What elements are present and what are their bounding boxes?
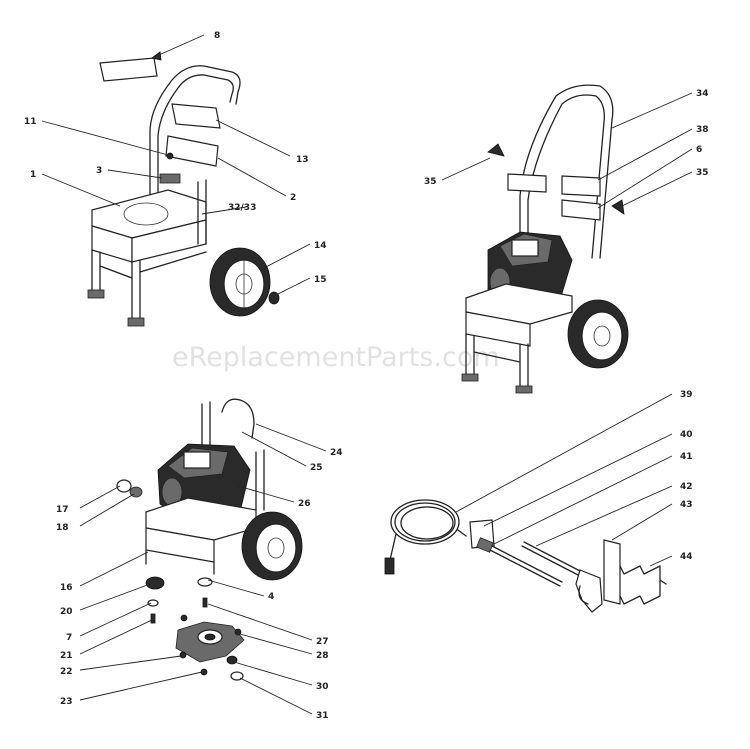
oring-4 <box>197 577 213 587</box>
plate-3 <box>159 173 181 184</box>
callout-1: 1 <box>30 170 36 180</box>
wand-41 <box>476 537 563 587</box>
callout-35-right: 35 <box>696 168 709 178</box>
screw-21 <box>150 613 156 624</box>
assembled-unit <box>461 84 629 394</box>
callout-8: 8 <box>214 31 220 41</box>
accessories <box>384 499 667 613</box>
callout-23: 23 <box>60 697 73 707</box>
key-27 <box>202 597 208 608</box>
foot-left <box>87 289 105 299</box>
leg-left <box>91 249 101 293</box>
callout-41: 41 <box>680 452 693 462</box>
decal-35-left <box>507 173 547 193</box>
post-right <box>255 449 265 511</box>
hub-cap-15 <box>268 291 280 305</box>
callout-30: 30 <box>316 682 329 692</box>
pump-assembly <box>116 398 303 681</box>
bolt-22 <box>179 651 187 659</box>
callout-6: 6 <box>696 145 702 155</box>
screw-11 <box>166 152 174 160</box>
hose-coil-39 <box>384 499 467 575</box>
callout-34: 34 <box>696 89 709 99</box>
callout-28: 28 <box>316 651 329 661</box>
wheel-bottom-left <box>241 511 303 581</box>
callout-17: 17 <box>56 505 69 515</box>
wheel-14 <box>209 247 271 317</box>
base-mount-hole <box>123 202 169 226</box>
foot-top-right-a <box>461 373 479 382</box>
callout-18: 18 <box>56 523 69 533</box>
leader-lines <box>41 34 693 715</box>
callout-11: 11 <box>24 117 37 127</box>
callout-22: 22 <box>60 667 73 677</box>
callout-4: 4 <box>268 592 274 602</box>
callout-25: 25 <box>310 463 323 473</box>
callout-2: 2 <box>290 193 296 203</box>
callout-35-left: 35 <box>424 177 437 187</box>
leg-rear <box>197 179 207 245</box>
hose-24 <box>221 398 255 439</box>
leg-cross <box>99 251 207 279</box>
decal-panel-2 <box>165 135 219 167</box>
callout-3: 3 <box>96 166 102 176</box>
wheel-top-right <box>567 299 629 369</box>
callout-27: 27 <box>316 637 329 647</box>
washer-7 <box>147 599 159 607</box>
callout-42: 42 <box>680 482 693 492</box>
callout-39: 39 <box>680 390 693 400</box>
callout-40: 40 <box>680 430 693 440</box>
decal-6 <box>561 199 601 221</box>
callout-38: 38 <box>696 125 709 135</box>
foot-front <box>127 317 145 327</box>
handle-34-outer <box>519 84 614 271</box>
bracket-44 <box>619 565 667 605</box>
callout-13: 13 <box>296 155 309 165</box>
knob-35-left <box>487 143 505 157</box>
fitting-17 <box>116 479 132 493</box>
callout-31: 31 <box>316 711 329 721</box>
callout-24: 24 <box>330 448 343 458</box>
decal-43 <box>603 539 621 605</box>
handle-outer <box>149 65 241 199</box>
callout-14: 14 <box>314 241 327 251</box>
base-front-top-right <box>465 311 531 347</box>
frame-assembly <box>87 57 280 327</box>
decal-plate-8 <box>99 57 158 82</box>
decal-38 <box>561 175 601 197</box>
foot-top-right-b <box>515 385 533 394</box>
pump-body-28 <box>175 614 245 663</box>
watermark-text: eReplacementParts.com <box>172 342 500 373</box>
callout-21: 21 <box>60 651 73 661</box>
legs-bottom-left <box>145 549 215 575</box>
spacer-20 <box>145 576 165 590</box>
callout-20: 20 <box>60 607 73 617</box>
callout-32-33: 32/33 <box>228 203 256 213</box>
callout-7: 7 <box>66 633 72 643</box>
callout-15: 15 <box>314 275 327 285</box>
knob-35-right <box>611 199 625 215</box>
callout-labels: 8 11 13 3 1 2 32/33 14 15 34 38 6 35 35 … <box>24 31 709 721</box>
callout-44: 44 <box>680 552 693 562</box>
handle-inner <box>157 74 234 197</box>
spray-gun-42 <box>521 541 603 613</box>
handle-34-inner <box>527 94 605 271</box>
callout-26: 26 <box>298 499 311 509</box>
legs-top-right <box>465 333 529 389</box>
leg-front <box>131 259 141 321</box>
decal-panel-13 <box>171 103 221 129</box>
callout-16: 16 <box>60 583 73 593</box>
callout-43: 43 <box>680 500 693 510</box>
